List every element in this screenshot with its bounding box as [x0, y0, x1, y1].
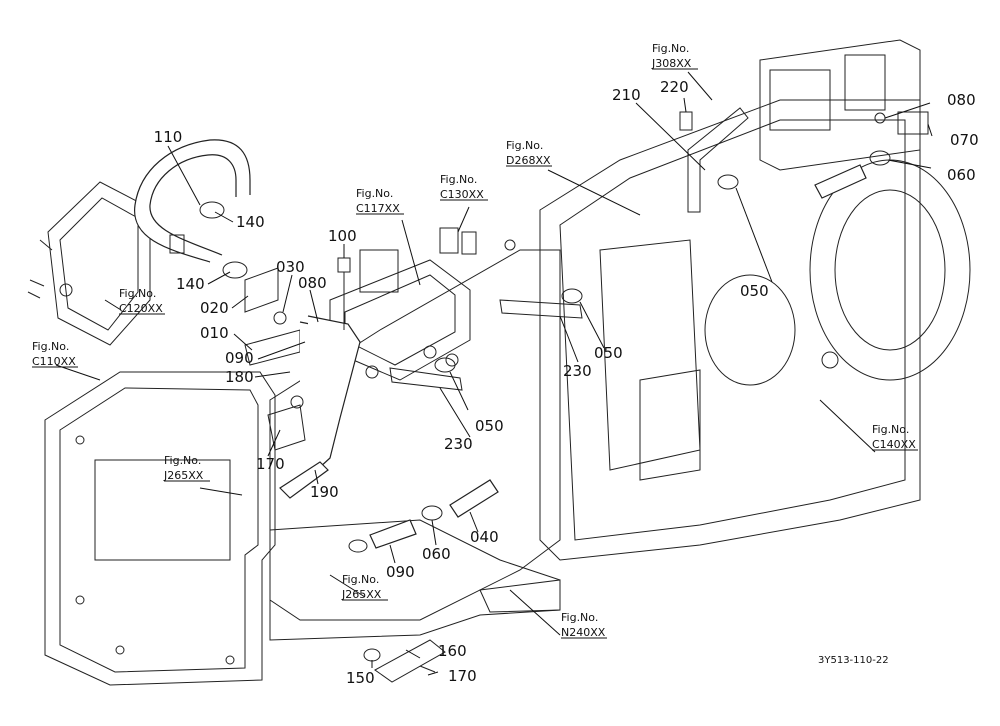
drawing-code: 3Y513-110-22 [818, 655, 889, 666]
part-label-210: 210 [612, 86, 641, 104]
figure-references: Fig.No. J308XX Fig.No. D268XX Fig.No. C1… [32, 42, 918, 639]
part-label-180: 170 [256, 455, 285, 473]
fig-ref-c110-line1: Fig.No. [32, 340, 69, 353]
part-label-230: 230 [563, 362, 592, 380]
fig-ref-j308-line1: Fig.No. [652, 42, 689, 55]
fig-ref-c120-line1: Fig.No. [119, 287, 156, 300]
fig-ref-j265-line1: Fig.No. [342, 573, 379, 586]
part-label-100: 080 [298, 274, 327, 292]
fig-ref-j265-code: J265XX [163, 469, 204, 482]
fig-ref-c120-code: C120XX [119, 302, 163, 315]
part-label-060: 060 [947, 166, 976, 184]
part-label-150: 150 [346, 669, 375, 687]
part-label-140: 140 [176, 275, 205, 293]
fig-ref-j308-code: J308XX [651, 57, 692, 70]
fig-ref-c130-code: C130XX [440, 188, 484, 201]
part-label-220: 220 [660, 78, 689, 96]
fig-ref-j265-code: J265XX [341, 588, 382, 601]
part-label-140: 140 [236, 213, 265, 231]
fig-ref-j265-line1: Fig.No. [164, 454, 201, 467]
fig-ref-c117-line1: Fig.No. [356, 187, 393, 200]
part-label-190: 190 [310, 483, 339, 501]
part-label-050: 050 [594, 344, 623, 362]
part-label-120: 100 [328, 227, 357, 245]
part-label-170: 170 [448, 667, 477, 685]
part-label-050: 050 [475, 417, 504, 435]
part-labels: 110 140 140 030 020 080 100 010 090 180 … [154, 78, 979, 687]
fig-ref-c130-line1: Fig.No. [440, 173, 477, 186]
fig-ref-n240-code: N240XX [561, 626, 606, 639]
part-label-040: 040 [470, 528, 499, 546]
fig-ref-d268-code: D268XX [506, 154, 551, 167]
fig-ref-d268-line1: Fig.No. [506, 139, 543, 152]
part-label-060: 060 [422, 545, 451, 563]
fig-ref-c140-code: C140XX [872, 438, 916, 451]
part-label-080: 080 [947, 91, 976, 109]
part-label-110: 090 [225, 349, 254, 367]
drawing-linework [27, 39, 971, 686]
fig-ref-n240-line1: Fig.No. [561, 611, 598, 624]
part-label-020: 020 [200, 299, 229, 317]
part-label-010: 010 [200, 324, 229, 342]
part-label-050: 050 [740, 282, 769, 300]
part-label-070: 070 [950, 131, 979, 149]
fig-ref-c117-code: C117XX [356, 202, 400, 215]
part-label-030: 030 [276, 258, 305, 276]
part-label-090: 090 [386, 563, 415, 581]
part-label-130: 110 [154, 128, 183, 146]
fig-ref-c110-code: C110XX [32, 355, 76, 368]
part-label-160: 160 [438, 642, 467, 660]
part-label-200: 180 [225, 368, 254, 386]
fig-ref-c140-line1: Fig.No. [872, 423, 909, 436]
part-label-230: 230 [444, 435, 473, 453]
